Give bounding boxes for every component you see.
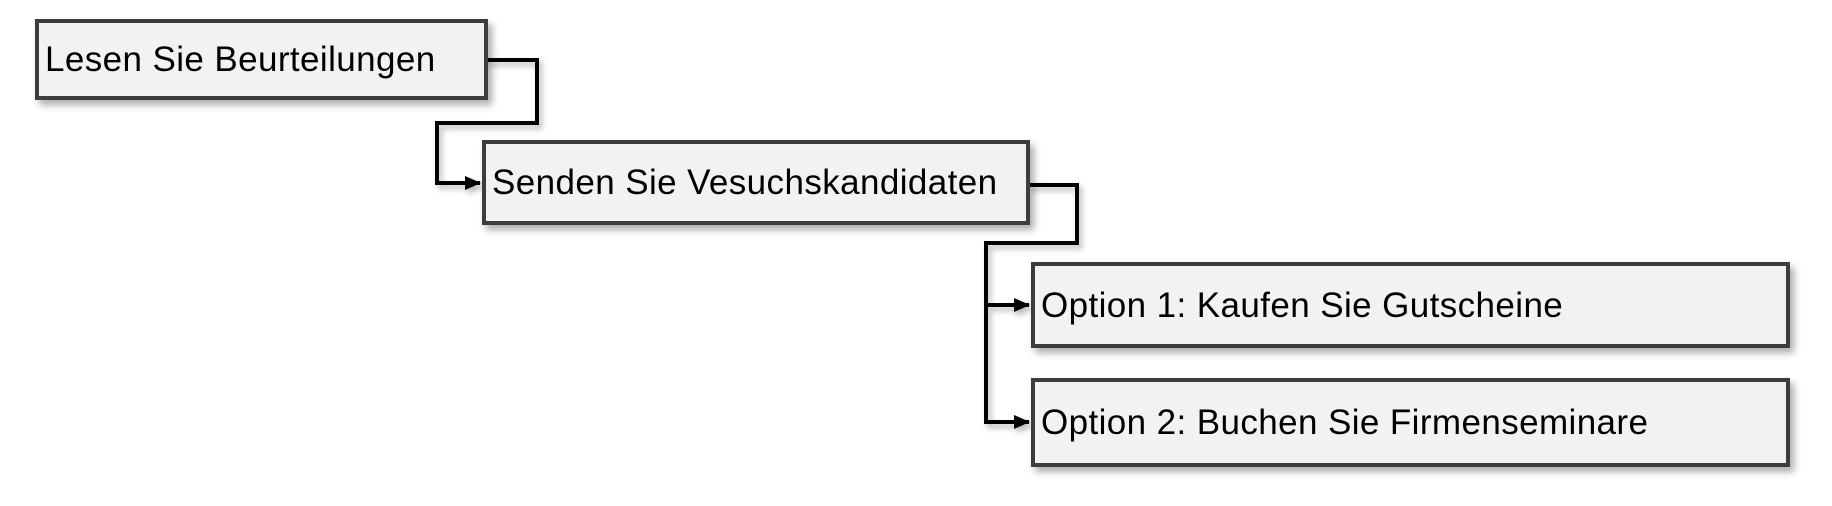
connector-step2-to-option2 (984, 303, 1030, 429)
node-step-1: Lesen Sie Beurteilungen (35, 19, 488, 100)
node-option-1: Option 1: Kaufen Sie Gutscheine (1031, 262, 1790, 348)
node-option-2: Option 2: Buchen Sie Firmenseminare (1031, 378, 1790, 467)
node-step-2-label: Senden Sie Vesuchskandidaten (492, 163, 998, 202)
node-step-2: Senden Sie Vesuchskandidaten (482, 140, 1030, 225)
node-option-2-label: Option 2: Buchen Sie Firmenseminare (1041, 403, 1649, 442)
node-step-1-label: Lesen Sie Beurteilungen (45, 40, 436, 79)
node-option-1-label: Option 1: Kaufen Sie Gutscheine (1041, 285, 1564, 325)
